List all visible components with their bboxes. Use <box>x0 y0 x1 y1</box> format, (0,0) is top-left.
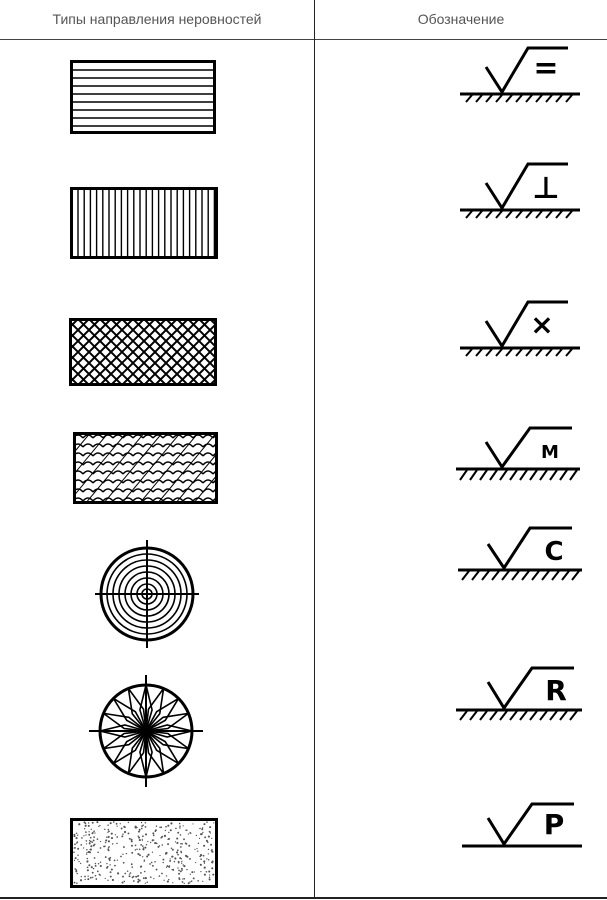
pattern-radial-icon <box>89 675 203 787</box>
symbol-crossed-icon: × <box>460 300 580 357</box>
pattern-point-icon <box>70 818 218 888</box>
header-designation: Обозначение <box>417 11 505 27</box>
symbol-letter: × <box>530 308 553 341</box>
symbol-letter: ⊥ <box>532 171 559 206</box>
table-bottom-border <box>0 897 607 899</box>
symbol-letter: C <box>544 537 563 567</box>
header-divider <box>0 39 607 40</box>
column-divider <box>314 0 315 898</box>
pattern-multidirectional-icon <box>73 432 218 504</box>
symbol-perpendicular-icon: ⊥ <box>460 162 580 219</box>
symbol-letter: М <box>541 442 559 463</box>
symbol-letter: R <box>545 674 567 707</box>
symbol-point-icon: P <box>462 802 582 848</box>
symbol-letter: P <box>544 808 565 841</box>
symbol-parallel-icon: = <box>460 46 580 103</box>
symbol-circular-icon: C <box>458 526 582 581</box>
symbol-letter: = <box>533 51 558 86</box>
pattern-perpendicular-icon <box>70 187 218 259</box>
header-types: Типы направления неровностей <box>52 11 262 27</box>
pattern-crossed-icon <box>69 318 217 386</box>
pattern-parallel-icon <box>70 60 216 134</box>
symbol-multidirectional-icon: М <box>456 426 580 481</box>
pattern-circular-icon <box>95 540 199 648</box>
symbol-radial-icon: R <box>456 666 582 721</box>
